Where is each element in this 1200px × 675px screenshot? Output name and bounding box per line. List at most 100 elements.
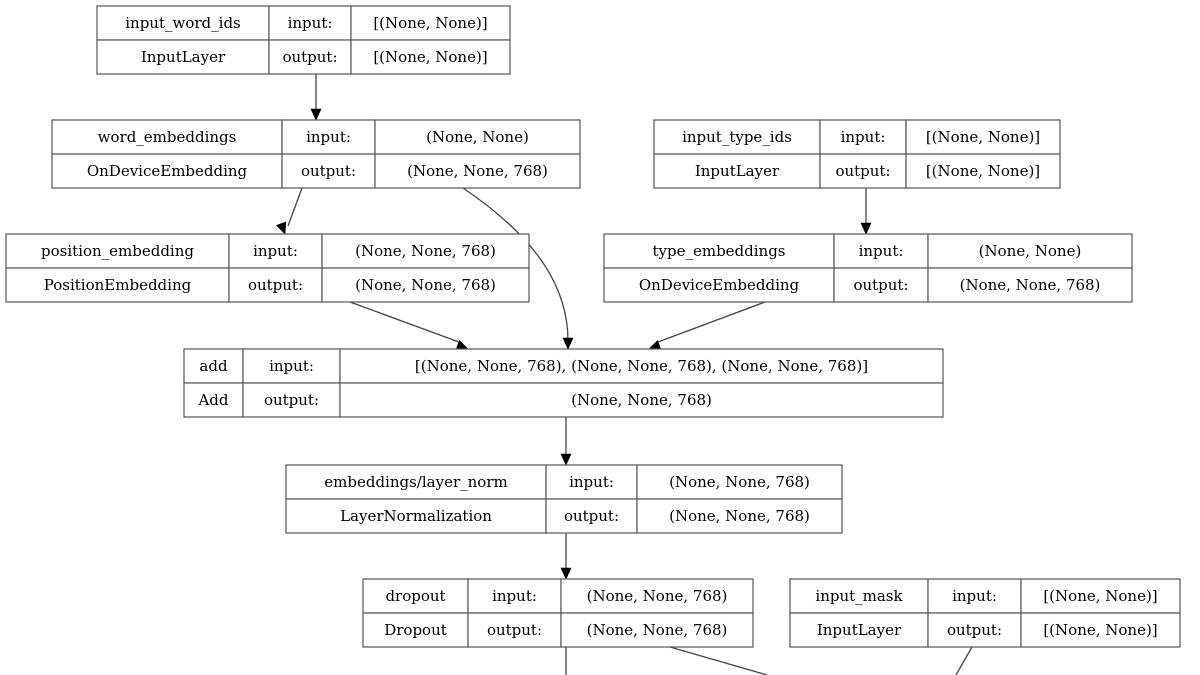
node-type-embeddings-output-shape: (None, None, 768) [960, 276, 1101, 294]
layer-node-input-mask: input_maskInputLayerinput:output:[(None,… [789, 578, 1181, 648]
node-dropout-output-label-cell [467, 612, 562, 648]
node-input-word-ids-output-shape: [(None, None)] [373, 48, 487, 66]
layer-node-input-word-ids: input_word_idsInputLayerinput:output:[(N… [96, 5, 511, 75]
nodes-layer: input_word_idsInputLayerinput:output:[(N… [5, 5, 1181, 648]
node-input-mask-name-cell [789, 578, 929, 614]
node-input-word-ids-output-label-cell [268, 39, 352, 75]
node-add-output-label: output: [264, 391, 319, 409]
node-word-embeddings-name: word_embeddings [98, 128, 237, 146]
edge-word-embeddings-to-position-embedding [287, 187, 303, 227]
edge-position-embedding-to-add [349, 301, 460, 343]
node-input-word-ids-type-cell [96, 39, 270, 75]
node-input-type-ids-output-label-cell [819, 153, 907, 189]
node-input-mask-type-cell [789, 612, 929, 648]
node-type-embeddings-input-label-cell [833, 233, 929, 269]
node-layer-norm-output-shape: (None, None, 768) [669, 507, 810, 525]
node-position-embedding-output-shape-cell [321, 267, 530, 303]
node-input-type-ids-output-shape-cell [905, 153, 1061, 189]
node-input-mask-input-label: input: [952, 587, 997, 605]
node-layer-norm-input-shape: (None, None, 768) [669, 473, 810, 491]
node-dropout-output-shape: (None, None, 768) [587, 621, 728, 639]
node-type-embeddings-name: type_embeddings [652, 242, 785, 260]
node-type-embeddings-output-label: output: [853, 276, 908, 294]
arrowhead-icon [560, 567, 572, 580]
node-input-word-ids-output-shape-cell [350, 39, 511, 75]
node-dropout-input-shape-cell [560, 578, 754, 614]
node-input-mask-input-label-cell [927, 578, 1022, 614]
node-input-mask-output-label-cell [927, 612, 1022, 648]
node-dropout-output-label: output: [487, 621, 542, 639]
edge-x-to-next [955, 646, 973, 675]
node-input-mask-type: InputLayer [817, 621, 902, 639]
arrowhead-icon [310, 108, 322, 121]
arrowhead-icon [275, 221, 287, 235]
node-dropout-input-label-cell [467, 578, 562, 614]
node-input-type-ids-type-cell [653, 153, 821, 189]
node-input-mask-output-shape-cell [1020, 612, 1181, 648]
layer-node-word-embeddings: word_embeddingsOnDeviceEmbeddinginput:ou… [51, 119, 581, 189]
node-input-type-ids-input-label-cell [819, 119, 907, 155]
node-position-embedding-type-cell [5, 267, 230, 303]
node-word-embeddings-input-label-cell [281, 119, 376, 155]
node-position-embedding-input-label: input: [253, 242, 298, 260]
node-dropout-output-shape-cell [560, 612, 754, 648]
arrowhead-icon [560, 453, 572, 466]
node-word-embeddings-output-shape-cell [374, 153, 581, 189]
node-input-mask-output-shape: [(None, None)] [1043, 621, 1157, 639]
node-position-embedding-input-shape: (None, None, 768) [355, 242, 496, 260]
node-input-word-ids-input-shape: [(None, None)] [373, 14, 487, 32]
node-dropout-type: Dropout [384, 621, 447, 639]
node-add-output-shape: (None, None, 768) [571, 391, 712, 409]
node-layer-norm-output-shape-cell [636, 498, 843, 534]
node-layer-norm-output-label-cell [545, 498, 638, 534]
edge-type-embeddings-to-add [657, 301, 766, 343]
node-input-mask-output-label: output: [947, 621, 1002, 639]
node-word-embeddings-type: OnDeviceEmbedding [87, 162, 248, 180]
node-add-name: add [199, 357, 228, 375]
node-dropout-type-cell [362, 612, 469, 648]
node-layer-norm-output-label: output: [564, 507, 619, 525]
node-input-word-ids-input-shape-cell [350, 5, 511, 41]
node-position-embedding-name: position_embedding [41, 242, 194, 260]
node-word-embeddings-output-label-cell [281, 153, 376, 189]
node-input-type-ids-input-shape-cell [905, 119, 1061, 155]
node-dropout-input-label: input: [492, 587, 537, 605]
arrowhead-icon [860, 222, 872, 235]
node-position-embedding-input-shape-cell [321, 233, 530, 269]
node-input-type-ids-output-label: output: [835, 162, 890, 180]
edge-word-embeddings-to-add [462, 187, 569, 342]
node-position-embedding-output-shape: (None, None, 768) [355, 276, 496, 294]
node-type-embeddings-input-shape: (None, None) [979, 242, 1082, 260]
node-input-word-ids-input-label: input: [288, 14, 333, 32]
node-type-embeddings-type-cell [603, 267, 835, 303]
node-position-embedding-output-label: output: [248, 276, 303, 294]
node-type-embeddings-input-label: input: [859, 242, 904, 260]
node-add-input-shape-cell [339, 348, 944, 384]
node-input-word-ids-output-label: output: [282, 48, 337, 66]
node-add-output-label-cell [242, 382, 341, 418]
node-input-type-ids-name: input_type_ids [682, 128, 792, 146]
node-add-type-cell [183, 382, 244, 418]
node-input-mask-input-shape: [(None, None)] [1043, 587, 1157, 605]
node-position-embedding-input-label-cell [228, 233, 323, 269]
node-add-input-label: input: [269, 357, 314, 375]
edges-layer [275, 74, 973, 675]
node-word-embeddings-output-label: output: [301, 162, 356, 180]
node-input-word-ids-name-cell [96, 5, 270, 41]
node-layer-norm-input-label: input: [569, 473, 614, 491]
node-input-mask-input-shape-cell [1020, 578, 1181, 614]
node-input-type-ids-input-shape: [(None, None)] [926, 128, 1040, 146]
node-type-embeddings-output-shape-cell [927, 267, 1133, 303]
node-add-input-shape: [(None, None, 768), (None, None, 768), (… [415, 357, 868, 375]
node-input-type-ids-input-label: input: [841, 128, 886, 146]
node-layer-norm-input-shape-cell [636, 464, 843, 500]
node-position-embedding-type: PositionEmbedding [44, 276, 192, 294]
node-input-type-ids-type: InputLayer [695, 162, 780, 180]
layer-node-type-embeddings: type_embeddingsOnDeviceEmbeddinginput:ou… [603, 233, 1133, 303]
node-input-type-ids-output-shape: [(None, None)] [926, 162, 1040, 180]
node-word-embeddings-input-shape-cell [374, 119, 581, 155]
